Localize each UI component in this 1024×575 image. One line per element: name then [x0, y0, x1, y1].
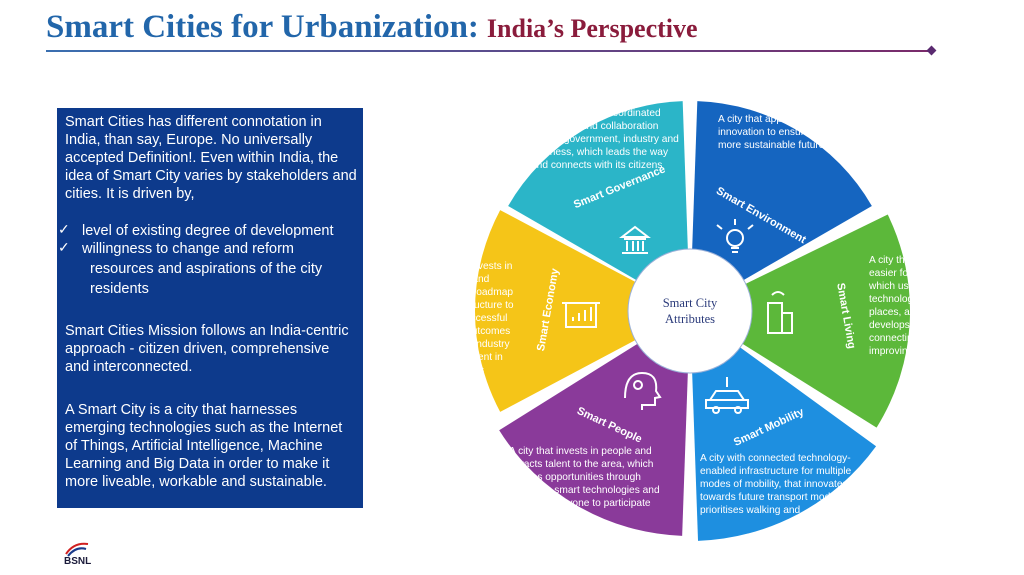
smart-city-wheel	[475, 101, 910, 541]
bsnl-logo-icon	[65, 542, 89, 557]
wheel-center-label: Smart City Attributes	[640, 295, 740, 327]
bullet-1: level of existing degree of development	[82, 223, 334, 239]
title-sub: India’s Perspective	[486, 14, 698, 43]
panel-definition: A Smart City is a city that harnesses em…	[65, 402, 343, 490]
government-building-icon	[619, 225, 651, 254]
connected-building-icon	[767, 291, 793, 334]
segment-text-living: A city that makes life easier for everyo…	[869, 255, 972, 357]
page-title: Smart Cities for Urbanization:India’s Pe…	[46, 8, 698, 46]
bullet-2: willingness to change and reform	[82, 241, 294, 257]
segment-text-mobility: A city with connected technology-enabled…	[700, 453, 861, 516]
lightbulb-icon	[716, 219, 754, 253]
center-line-2: Attributes	[665, 312, 715, 326]
panel-mission: Smart Cities Mission follows an India-ce…	[65, 323, 349, 375]
bsnl-logo-text: BSNL	[64, 556, 92, 567]
segment-mobility	[690, 311, 877, 541]
segment-economy	[475, 210, 690, 412]
segment-text-economy: A city that invests in innovation and pr…	[423, 261, 514, 376]
electric-car-icon	[705, 377, 749, 414]
checkmark-icon: ✓	[58, 221, 70, 237]
info-panel: Smart Cities has different connotation i…	[57, 108, 363, 508]
title-underline	[46, 50, 932, 52]
checkmark-icon: ✓	[58, 239, 70, 255]
growth-chart-icon	[562, 302, 600, 328]
title-main: Smart Cities for Urbanization:	[46, 9, 479, 45]
title-diamond	[926, 45, 937, 56]
panel-intro: Smart Cities has different connotation i…	[65, 114, 357, 202]
segment-people	[499, 311, 690, 536]
brain-head-icon	[624, 371, 662, 410]
segment-text-governance: A smart city with coordinated leadership…	[531, 108, 679, 171]
segment-living	[690, 214, 910, 428]
center-line-1: Smart City	[662, 296, 718, 310]
wheel-center	[627, 248, 753, 374]
segment-environment	[690, 101, 872, 311]
bullet-2-continuation: resources and aspirations of the city re…	[90, 261, 323, 297]
segment-governance	[508, 101, 690, 311]
segment-text-environment: A city that applies technology and innov…	[718, 114, 875, 151]
segment-text-people: A city that invests in people and attrac…	[509, 446, 660, 509]
